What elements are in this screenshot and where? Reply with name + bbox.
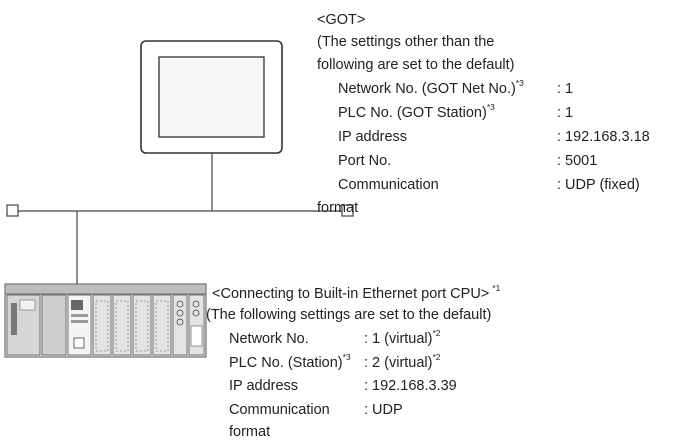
got-setting-value: : 1: [557, 105, 574, 121]
got-note-line2: following are set to the default): [317, 57, 515, 73]
got-setting-value: : UDP (fixed): [557, 177, 640, 193]
cpu-header: <Connecting to Built-in Ethernet port CP…: [212, 283, 501, 302]
bus-terminator-right: [341, 204, 354, 217]
got-header: <GOT>: [317, 12, 366, 28]
cpu-setting-label: Communication: [229, 402, 330, 418]
cpu-setting-value: : 1 (virtual)*2: [364, 328, 441, 347]
got-setting-value: : 5001: [557, 153, 598, 169]
cpu-setting-label: Network No.: [229, 331, 309, 347]
got-setting-label-line2: format: [317, 200, 359, 216]
got-setting-label: IP address: [338, 129, 408, 145]
cpu-setting-value: : 192.168.3.39: [364, 378, 457, 394]
plc-rack-icon: [4, 283, 207, 358]
cpu-setting-value: : UDP: [364, 402, 403, 418]
got-setting-label: Port No.: [338, 153, 392, 169]
bus-terminator-left: [6, 204, 19, 217]
got-setting-value: : 1: [557, 81, 574, 97]
got-setting-label: Network No. (GOT Net No.)*3: [338, 78, 524, 97]
cpu-setting-label-line2: format: [229, 424, 271, 440]
cpu-note-line: (The following settings are set to the d…: [206, 307, 492, 323]
got-setting-value: : 192.168.3.18: [557, 129, 650, 145]
got-setting-label: Communication: [338, 177, 439, 193]
cpu-setting-value: : 2 (virtual)*2: [364, 352, 441, 371]
cpu-setting-label: IP address: [229, 378, 299, 394]
got-setting-label: PLC No. (GOT Station)*3: [338, 102, 495, 121]
got-terminal-icon: [140, 40, 283, 154]
cpu-setting-label: PLC No. (Station)*3: [229, 352, 351, 371]
got-note-line1: (The settings other than the: [317, 34, 495, 50]
